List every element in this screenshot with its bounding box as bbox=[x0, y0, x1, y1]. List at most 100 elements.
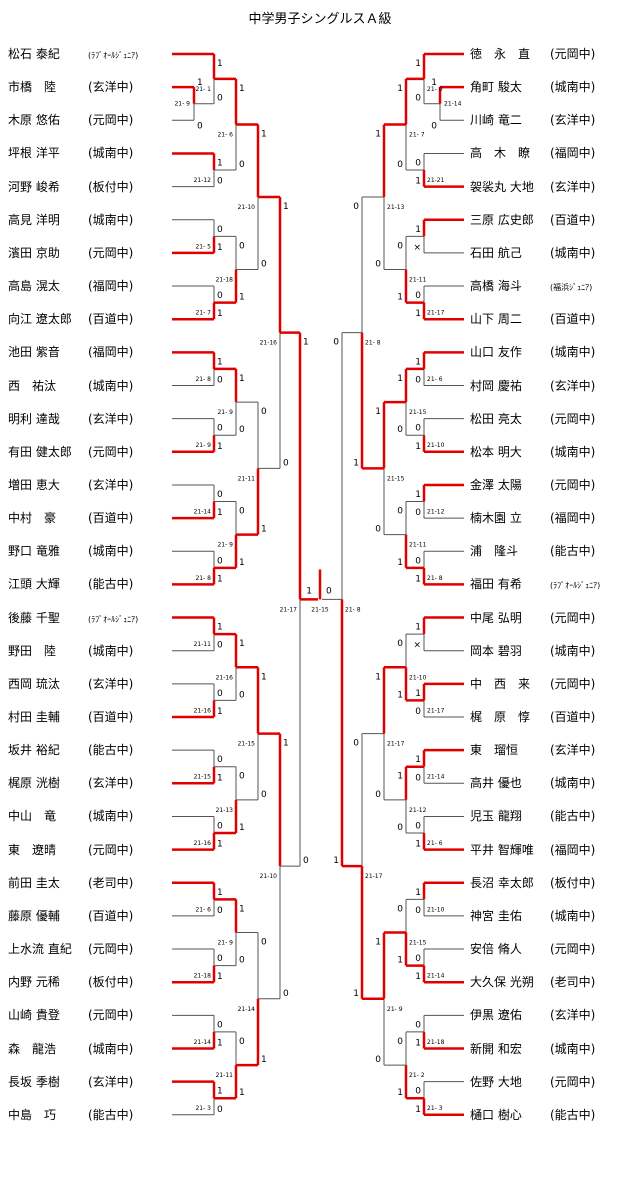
match-score: 0 bbox=[415, 1020, 421, 1030]
game-score: 21- 6 bbox=[217, 131, 233, 138]
match-score: 1 bbox=[303, 338, 309, 348]
match-score: 0 bbox=[415, 707, 421, 717]
left-player-row: 坂井 裕紀(能古中) bbox=[8, 741, 133, 759]
left-player-row: 有田 健太郎(元岡中) bbox=[8, 443, 133, 461]
game-score: 21-12 bbox=[194, 177, 212, 184]
game-score: 21- 6 bbox=[195, 906, 211, 913]
match-score: 0 bbox=[397, 639, 403, 649]
right-player-row: 大久保 光朔 (老司中) bbox=[470, 973, 595, 991]
left-player-row: 内野 元稀(板付中) bbox=[8, 973, 133, 991]
left-player-row: 増田 恵大(玄洋中) bbox=[8, 476, 133, 494]
match-score: 1 bbox=[415, 689, 421, 699]
game-score: 21-12 bbox=[409, 807, 427, 814]
left-player-row: 高島 滉太(福岡中) bbox=[8, 277, 133, 295]
player-name: 梶 原 惇 bbox=[470, 710, 531, 724]
player-name: 児玉 龍翔 bbox=[470, 809, 522, 824]
match-score: 1 bbox=[415, 309, 421, 319]
left-player-row: 市橋 陸(玄洋中) bbox=[8, 78, 133, 96]
match-score: 1 bbox=[217, 243, 223, 253]
game-score: 21-10 bbox=[409, 674, 427, 681]
player-team: (城南中) bbox=[550, 643, 596, 658]
player-team: (城南中) bbox=[88, 809, 134, 824]
player-name: 大久保 光朔 bbox=[470, 975, 534, 990]
player-team: (元岡中) bbox=[550, 942, 596, 957]
game-score: 21-15 bbox=[194, 774, 212, 781]
game-score: 21-15 bbox=[409, 409, 427, 416]
right-player-row: 松本 明大(城南中) bbox=[470, 443, 595, 461]
player-name: 坂井 裕紀 bbox=[8, 743, 60, 758]
match-score: 0 bbox=[239, 507, 245, 517]
player-team: (百道中) bbox=[550, 212, 596, 227]
player-team: (城南中) bbox=[550, 80, 596, 95]
player-team: (玄洋中) bbox=[88, 80, 134, 95]
player-name: 明利 達哉 bbox=[8, 411, 60, 426]
match-score: 1 bbox=[415, 225, 421, 235]
player-name: 山崎 貴登 bbox=[8, 1008, 60, 1023]
player-team: (福岡中) bbox=[550, 511, 596, 526]
game-score: 21-13 bbox=[216, 807, 234, 814]
game-score: 21- 8 bbox=[345, 606, 361, 613]
player-team: (城南中) bbox=[88, 643, 134, 658]
match-score: 1 bbox=[415, 840, 421, 850]
player-team: (玄洋中) bbox=[88, 1074, 134, 1089]
player-team: (元岡中) bbox=[550, 477, 596, 492]
left-player-row: 村田 圭輔(百道中) bbox=[8, 708, 133, 726]
right-player-row: 伊黒 遼佑(玄洋中) bbox=[470, 1006, 595, 1024]
match-score: 1 bbox=[415, 574, 421, 584]
match-score: 0 bbox=[333, 338, 339, 348]
match-score: 1 bbox=[197, 78, 203, 88]
match-score: 0 bbox=[261, 407, 267, 417]
left-player-row: 上水流 直紀(元岡中) bbox=[8, 940, 133, 958]
player-name: 新開 和宏 bbox=[470, 1041, 522, 1056]
left-player-row: 後藤 千聖(ﾗﾌﾞｵｰﾙｼﾞｭﾆｱ) bbox=[8, 609, 138, 627]
player-team: (玄洋中) bbox=[88, 676, 134, 691]
match-score: 0 bbox=[415, 773, 421, 783]
player-name: 三原 広史郎 bbox=[470, 212, 534, 227]
player-name: 河野 峻希 bbox=[8, 179, 60, 194]
player-name: 向江 遼太郎 bbox=[8, 312, 72, 327]
game-score: 21- 7 bbox=[409, 131, 425, 138]
match-score: 1 bbox=[415, 755, 421, 765]
game-score: 21- 9 bbox=[217, 542, 233, 549]
match-score: 0 bbox=[217, 954, 223, 964]
player-team: (福岡中) bbox=[88, 279, 134, 294]
game-score: 21- 8 bbox=[365, 340, 381, 347]
player-team: (玄洋中) bbox=[550, 179, 596, 194]
player-team: (元岡中) bbox=[550, 47, 596, 61]
player-team: (福岡中) bbox=[88, 345, 134, 360]
player-name: 長沼 幸太郎 bbox=[470, 875, 534, 890]
player-team: (能古中) bbox=[550, 544, 596, 559]
final-score: 1 bbox=[306, 586, 312, 596]
left-player-row: 野田 陸(城南中) bbox=[8, 642, 133, 660]
player-name: 石田 航己 bbox=[470, 245, 522, 260]
match-score: 0 bbox=[217, 291, 223, 301]
game-score: 21-11 bbox=[409, 542, 427, 549]
player-team: (元岡中) bbox=[88, 113, 134, 128]
right-player-row: 袈裟丸 大地(玄洋中) bbox=[470, 178, 595, 196]
game-score: 21-17 bbox=[387, 741, 405, 748]
game-score: 21-17 bbox=[365, 873, 383, 880]
match-score: 1 bbox=[333, 856, 339, 866]
match-score: 1 bbox=[397, 690, 403, 700]
game-score: 21-13 bbox=[387, 204, 405, 211]
match-score: 0 bbox=[397, 160, 403, 170]
match-score: 1 bbox=[415, 623, 421, 633]
left-player-row: 長坂 季樹(玄洋中) bbox=[8, 1073, 133, 1091]
game-score: 21- 8 bbox=[195, 575, 211, 582]
player-name: 中山 竜 bbox=[8, 809, 57, 824]
match-score: 0 bbox=[217, 1020, 223, 1030]
player-team: (老司中) bbox=[550, 975, 596, 990]
match-score: 0 bbox=[217, 689, 223, 699]
player-name: 藤原 優輔 bbox=[8, 908, 60, 923]
match-score: 1 bbox=[217, 59, 223, 69]
player-team: (能古中) bbox=[550, 809, 596, 824]
player-name: 池田 紫音 bbox=[8, 345, 60, 360]
left-player-row: 松石 泰紀(ﾗﾌﾞｵｰﾙｼﾞｭﾆｱ) bbox=[8, 45, 138, 63]
player-team: (城南中) bbox=[88, 378, 134, 393]
left-player-row: 山崎 貴登 (元岡中) bbox=[8, 1006, 133, 1024]
game-score: 21- 9 bbox=[217, 939, 233, 946]
player-team: (元岡中) bbox=[88, 1008, 134, 1023]
match-score: 1 bbox=[261, 129, 267, 139]
match-score: 0 bbox=[375, 1055, 381, 1065]
